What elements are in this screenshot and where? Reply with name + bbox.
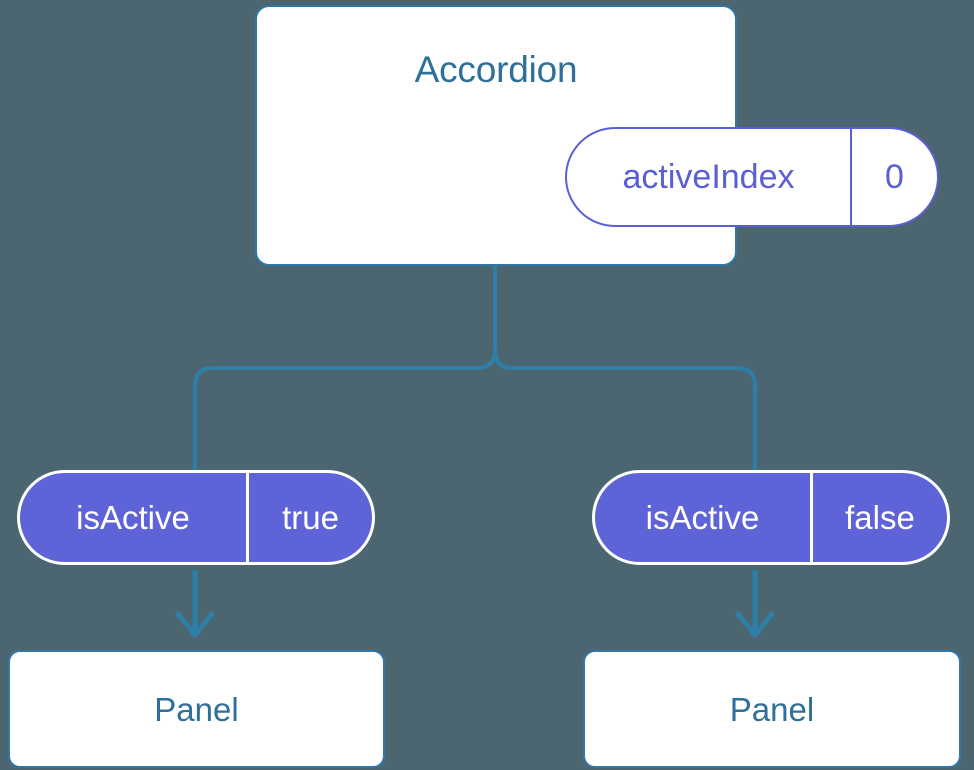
arrow-right-pill-to-panel [735, 570, 775, 638]
accordion-title: Accordion [414, 49, 578, 90]
tree-connector-path [193, 264, 497, 472]
accordion-component-card[interactable]: Accordion activeIndex 0 [255, 5, 939, 266]
arrow-left-pill-to-panel [175, 570, 215, 638]
prop-pill-is-active-false[interactable]: isActive false [592, 470, 950, 565]
prop-pill-is-active-true[interactable]: isActive true [17, 470, 375, 565]
panel-component-card-right[interactable]: Panel [583, 650, 961, 768]
panel-title-right: Panel [729, 690, 815, 728]
state-pill-active-index[interactable]: activeIndex 0 [565, 127, 939, 227]
prop-pill-is-active-false-value: false [810, 473, 947, 562]
panel-title-left: Panel [154, 690, 239, 728]
prop-pill-is-active-false-key: isActive [645, 498, 760, 536]
state-pill-active-index-value: 0 [850, 129, 937, 225]
prop-pill-is-active-true-value: true [246, 473, 372, 562]
state-pill-active-index-key: activeIndex [622, 157, 795, 196]
tree-connector-path-right [493, 264, 757, 472]
prop-pill-is-active-true-key: isActive [76, 498, 190, 536]
panel-component-card-left[interactable]: Panel [8, 650, 385, 768]
